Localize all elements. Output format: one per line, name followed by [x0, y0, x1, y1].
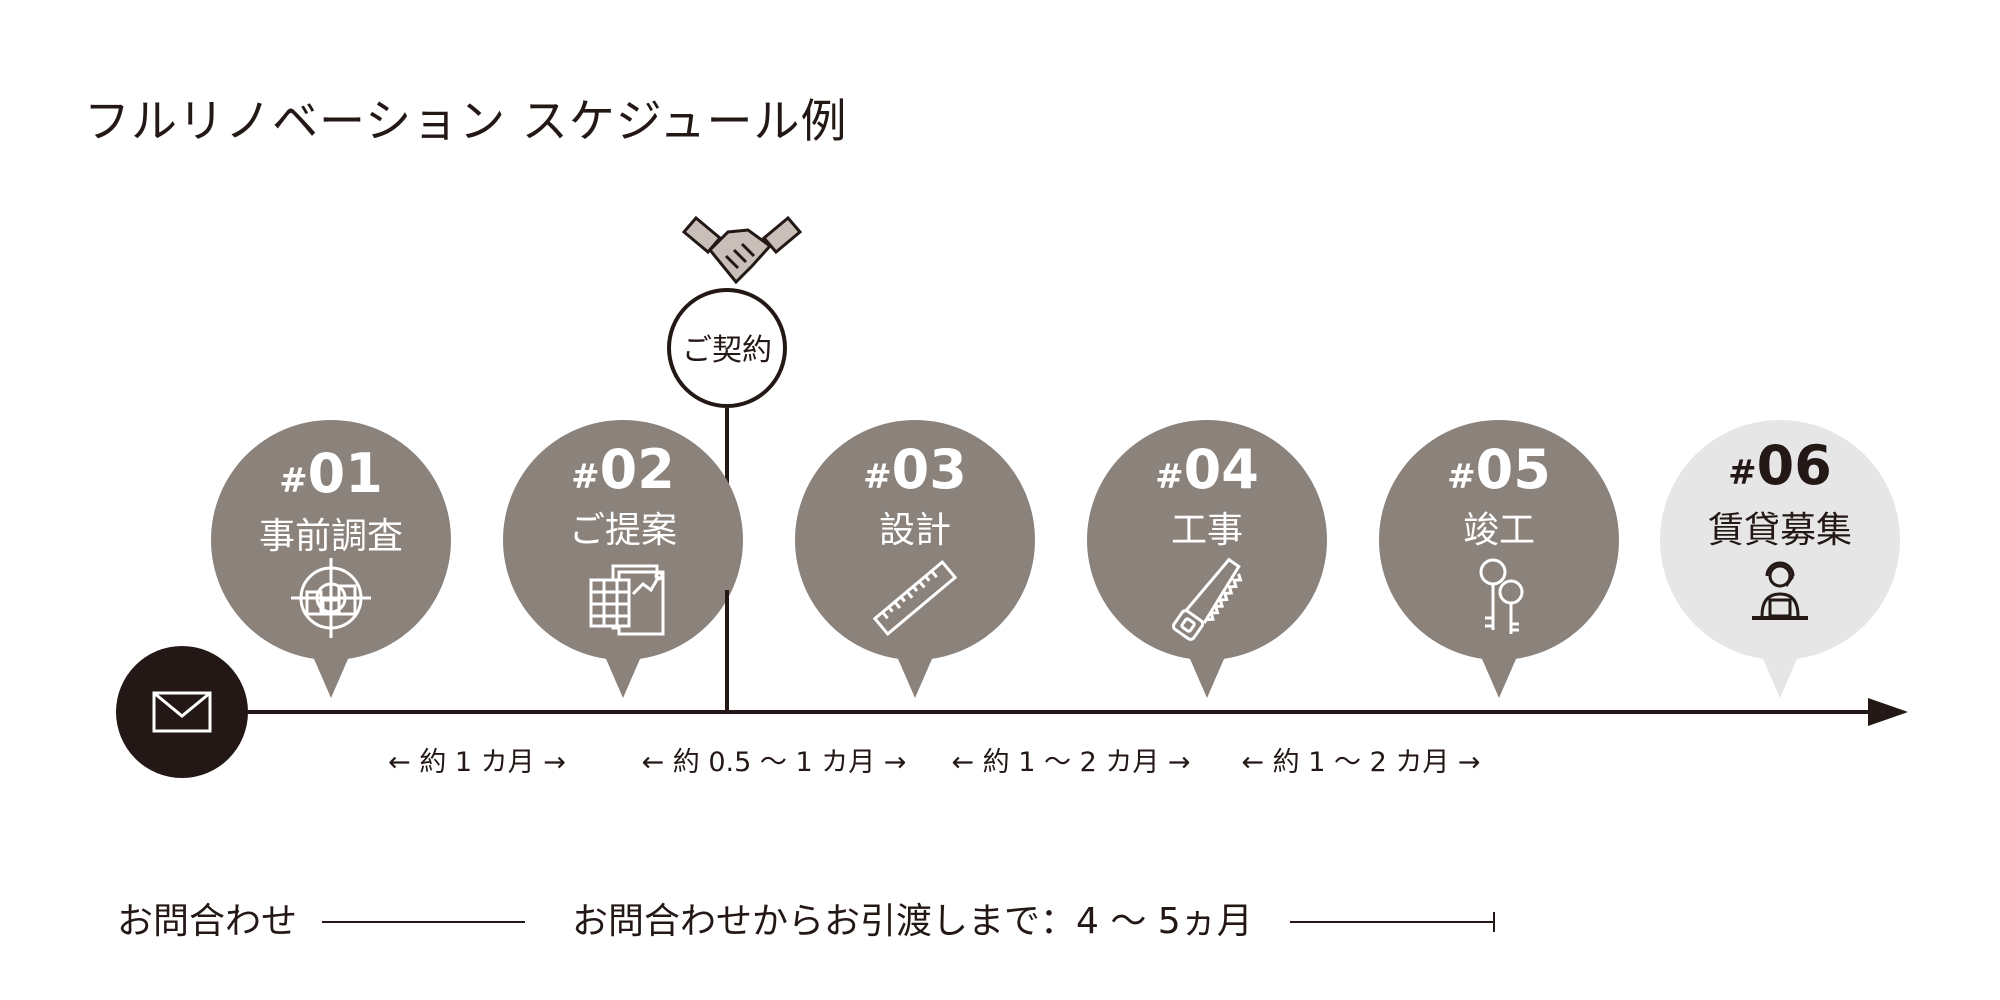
step-bubble-02 — [503, 420, 743, 698]
step-bubble-01 — [211, 420, 451, 698]
step-number-05: #05 — [1447, 438, 1551, 501]
step-number-04: #04 — [1155, 438, 1259, 501]
step-number-02: #02 — [571, 438, 675, 501]
step-number-06: #06 — [1728, 434, 1832, 497]
step-label-03: 設計 — [879, 510, 951, 551]
duration-label: ← 約 0.5 〜 1 カ月 → — [641, 747, 907, 778]
step-number-01: #01 — [279, 442, 383, 505]
step-bubble-03 — [795, 420, 1035, 698]
step-number-03: #03 — [863, 438, 967, 501]
saw-icon — [1172, 557, 1243, 641]
operator-icon — [1752, 561, 1808, 620]
step-label-01: 事前調査 — [259, 516, 403, 557]
footer-span-label: お問合わせからお引渡しまで：4 〜 5ヵ月 — [572, 901, 1253, 942]
contract-label: ご契約 — [682, 333, 772, 368]
duration-label: ← 約 1 〜 2 カ月 → — [1241, 747, 1481, 778]
handshake-icon — [681, 215, 803, 285]
ruler-icon — [872, 559, 958, 637]
step-label-04: 工事 — [1171, 510, 1243, 551]
timeline-arrowhead — [1868, 698, 1908, 726]
page-title: フルリノベーション スケジュール例 — [84, 94, 848, 148]
step-label-06: 賃貸募集 — [1708, 510, 1852, 551]
duration-label: ← 約 1 カ月 → — [388, 747, 566, 778]
duration-label: ← 約 1 〜 2 カ月 → — [951, 747, 1191, 778]
document-chart-icon — [589, 564, 665, 636]
contract-node: ご契約 — [667, 288, 787, 408]
step-bubble-06 — [1660, 420, 1900, 698]
step-bubble-05 — [1379, 420, 1619, 698]
start-node — [116, 646, 248, 778]
step-label-02: ご提案 — [569, 510, 677, 551]
mail-icon — [152, 691, 212, 733]
footer-start-label: お問合わせ — [117, 901, 298, 942]
keys-icon — [1479, 558, 1524, 634]
step-label-05: 竣工 — [1463, 510, 1535, 551]
target-house-icon — [291, 558, 371, 638]
step-bubble-04 — [1087, 420, 1327, 698]
